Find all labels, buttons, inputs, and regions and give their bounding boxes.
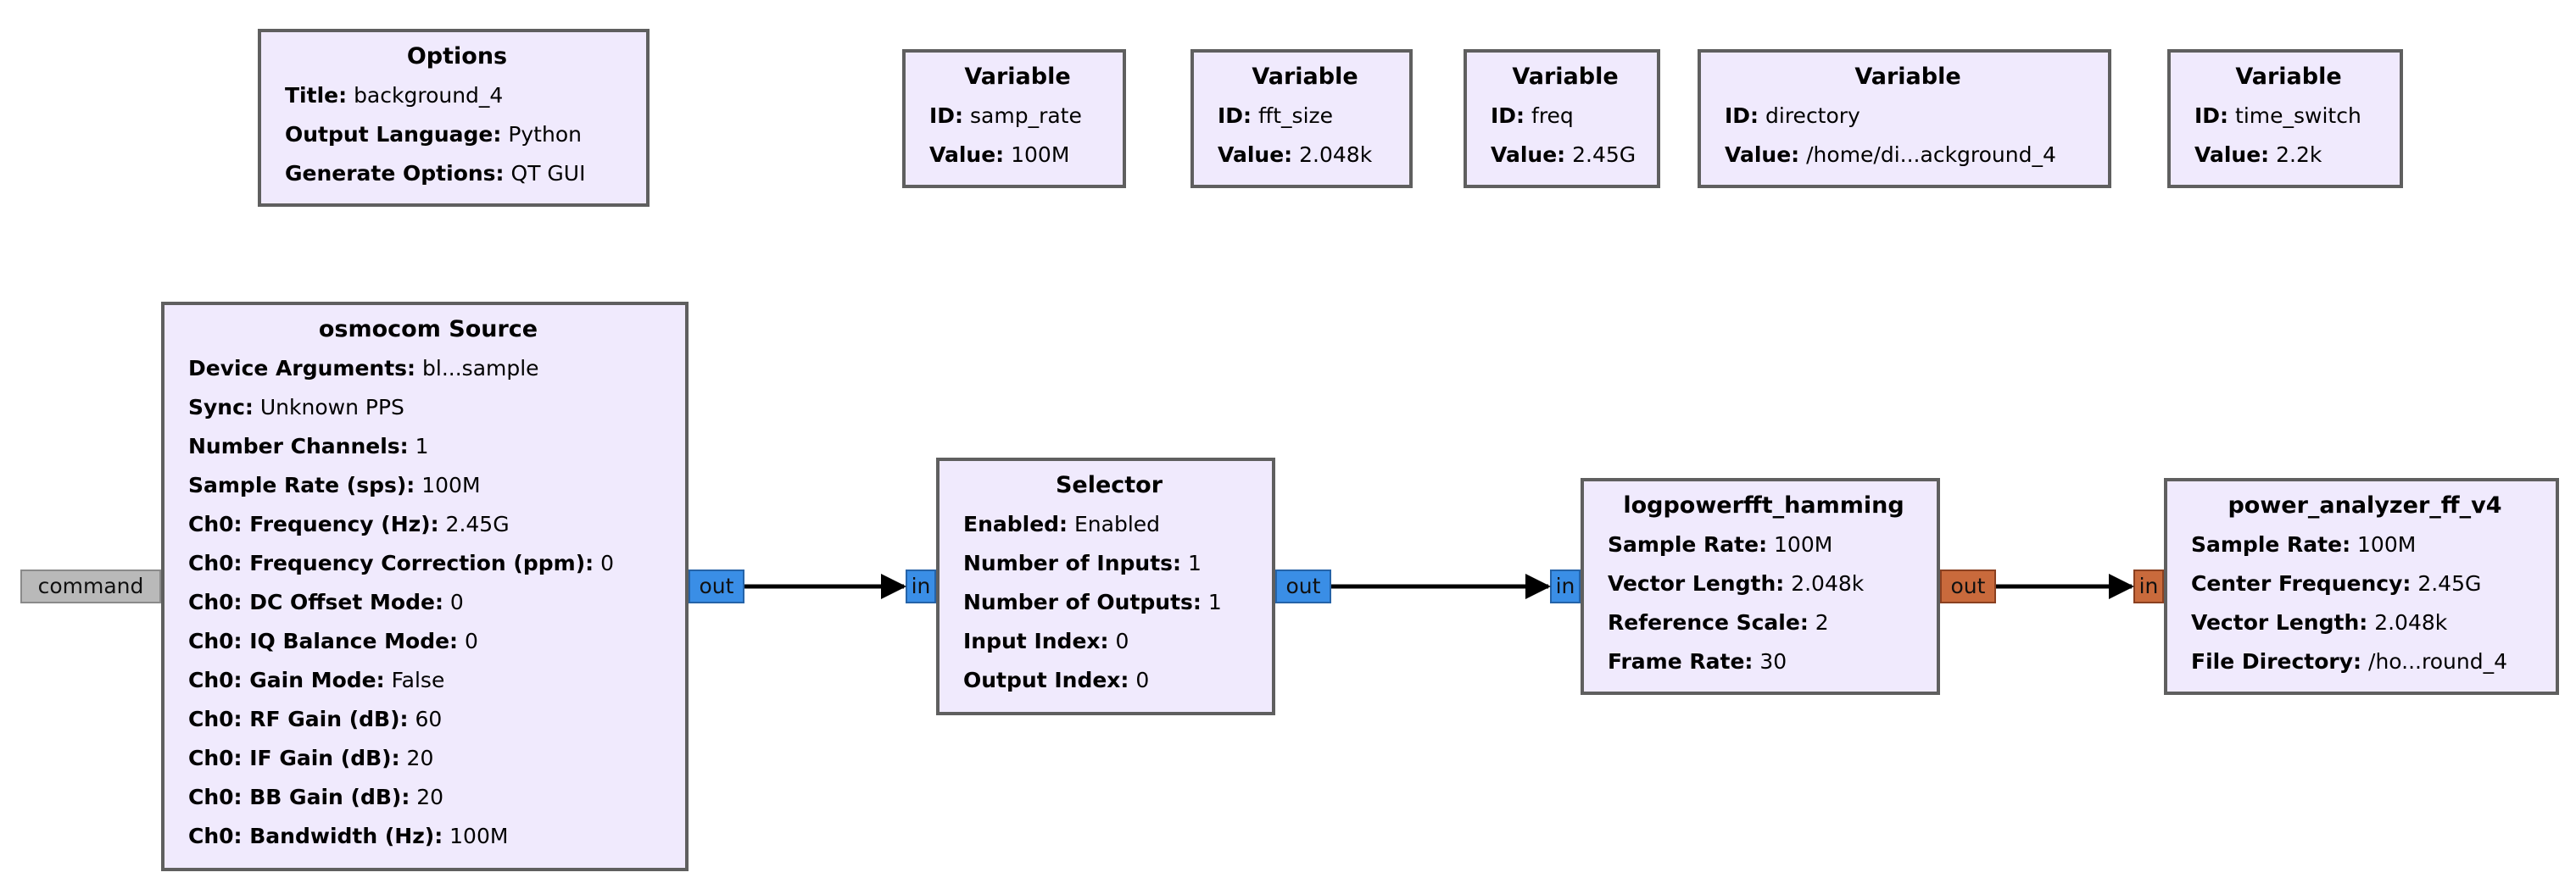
param-row: Number of Inputs: 1 — [963, 551, 1202, 575]
options-block[interactable]: Options Title: background_4 Output Langu… — [258, 29, 650, 207]
block-title: osmocom Source — [318, 316, 538, 342]
osmocom-source-block[interactable]: osmocom Source Device Arguments: bl...sa… — [161, 302, 689, 871]
logpowerfft-in-port[interactable]: in — [1550, 570, 1581, 603]
param-row: ID: time_switch — [2194, 103, 2361, 128]
variable-block-fft-size[interactable]: Variable ID: fft_size Value: 2.048k — [1190, 49, 1413, 188]
param-row: ID: directory — [1725, 103, 1860, 128]
param-row: Title: background_4 — [285, 83, 504, 108]
block-title: Variable — [1512, 64, 1619, 90]
param-row: Vector Length: 2.048k — [2191, 610, 2448, 635]
param-row: File Directory: /ho...round_4 — [2191, 649, 2507, 674]
block-title: Options — [406, 43, 508, 69]
param-row: Ch0: Frequency Correction (ppm): 0 — [188, 551, 614, 575]
block-title: Selector — [1055, 472, 1163, 498]
param-row: Value: 100M — [929, 142, 1070, 167]
param-row: Device Arguments: bl...sample — [188, 356, 539, 381]
block-title: logpowerfft_hamming — [1623, 492, 1904, 519]
param-row: Ch0: IQ Balance Mode: 0 — [188, 629, 478, 653]
param-row: Value: /home/di...ackground_4 — [1725, 142, 2056, 167]
param-row: Value: 2.048k — [1218, 142, 1373, 167]
param-row: Ch0: Bandwidth (Hz): 100M — [188, 824, 509, 848]
param-row: Number Channels: 1 — [188, 434, 429, 458]
param-row: Center Frequency: 2.45G — [2191, 571, 2482, 596]
osmocom-command-port[interactable]: command — [20, 570, 161, 603]
selector-in-port[interactable]: in — [906, 570, 936, 603]
block-title: power_analyzer_ff_v4 — [2228, 492, 2502, 519]
param-row: ID: freq — [1491, 103, 1574, 128]
param-row: ID: fft_size — [1218, 103, 1334, 128]
param-row: Ch0: DC Offset Mode: 0 — [188, 590, 464, 614]
power-analyzer-block[interactable]: power_analyzer_ff_v4 Sample Rate: 100M C… — [2164, 478, 2559, 695]
variable-block-directory[interactable]: Variable ID: directory Value: /home/di..… — [1698, 49, 2111, 188]
param-row: Sync: Unknown PPS — [188, 395, 404, 419]
block-title: Variable — [2235, 64, 2342, 90]
block-title: Variable — [1252, 64, 1358, 90]
logpowerfft-hamming-block[interactable]: logpowerfft_hamming Sample Rate: 100M Ve… — [1581, 478, 1940, 695]
param-row: Number of Outputs: 1 — [963, 590, 1222, 614]
selector-out-port[interactable]: out — [1275, 570, 1331, 603]
power-analyzer-in-port[interactable]: in — [2133, 570, 2164, 603]
param-row: Reference Scale: 2 — [1608, 610, 1829, 635]
param-row: Enabled: Enabled — [963, 512, 1161, 536]
param-row: Ch0: BB Gain (dB): 20 — [188, 785, 444, 809]
param-row: Generate Options: QT GUI — [285, 161, 586, 186]
logpowerfft-out-port[interactable]: out — [1940, 570, 1996, 603]
param-row: Ch0: IF Gain (dB): 20 — [188, 746, 434, 770]
param-row: Sample Rate: 100M — [2191, 532, 2417, 557]
param-row: Frame Rate: 30 — [1608, 649, 1787, 674]
param-row: Output Language: Python — [285, 122, 582, 147]
osmocom-out-port[interactable]: out — [689, 570, 744, 603]
param-row: ID: samp_rate — [929, 103, 1082, 128]
variable-block-freq[interactable]: Variable ID: freq Value: 2.45G — [1464, 49, 1660, 188]
param-row: Ch0: Frequency (Hz): 2.45G — [188, 512, 510, 536]
param-row: Input Index: 0 — [963, 629, 1129, 653]
param-row: Vector Length: 2.048k — [1608, 571, 1865, 596]
param-row: Value: 2.45G — [1491, 142, 1636, 167]
variable-block-time-switch[interactable]: Variable ID: time_switch Value: 2.2k — [2167, 49, 2403, 188]
variable-block-samp-rate[interactable]: Variable ID: samp_rate Value: 100M — [902, 49, 1126, 188]
param-row: Value: 2.2k — [2194, 142, 2322, 167]
param-row: Ch0: RF Gain (dB): 60 — [188, 707, 443, 731]
param-row: Sample Rate (sps): 100M — [188, 473, 481, 497]
param-row: Ch0: Gain Mode: False — [188, 668, 445, 692]
param-row: Sample Rate: 100M — [1608, 532, 1833, 557]
param-row: Output Index: 0 — [963, 668, 1150, 692]
block-title: Variable — [964, 64, 1071, 90]
block-title: Variable — [1854, 64, 1961, 90]
selector-block[interactable]: Selector Enabled: Enabled Number of Inpu… — [936, 458, 1275, 715]
